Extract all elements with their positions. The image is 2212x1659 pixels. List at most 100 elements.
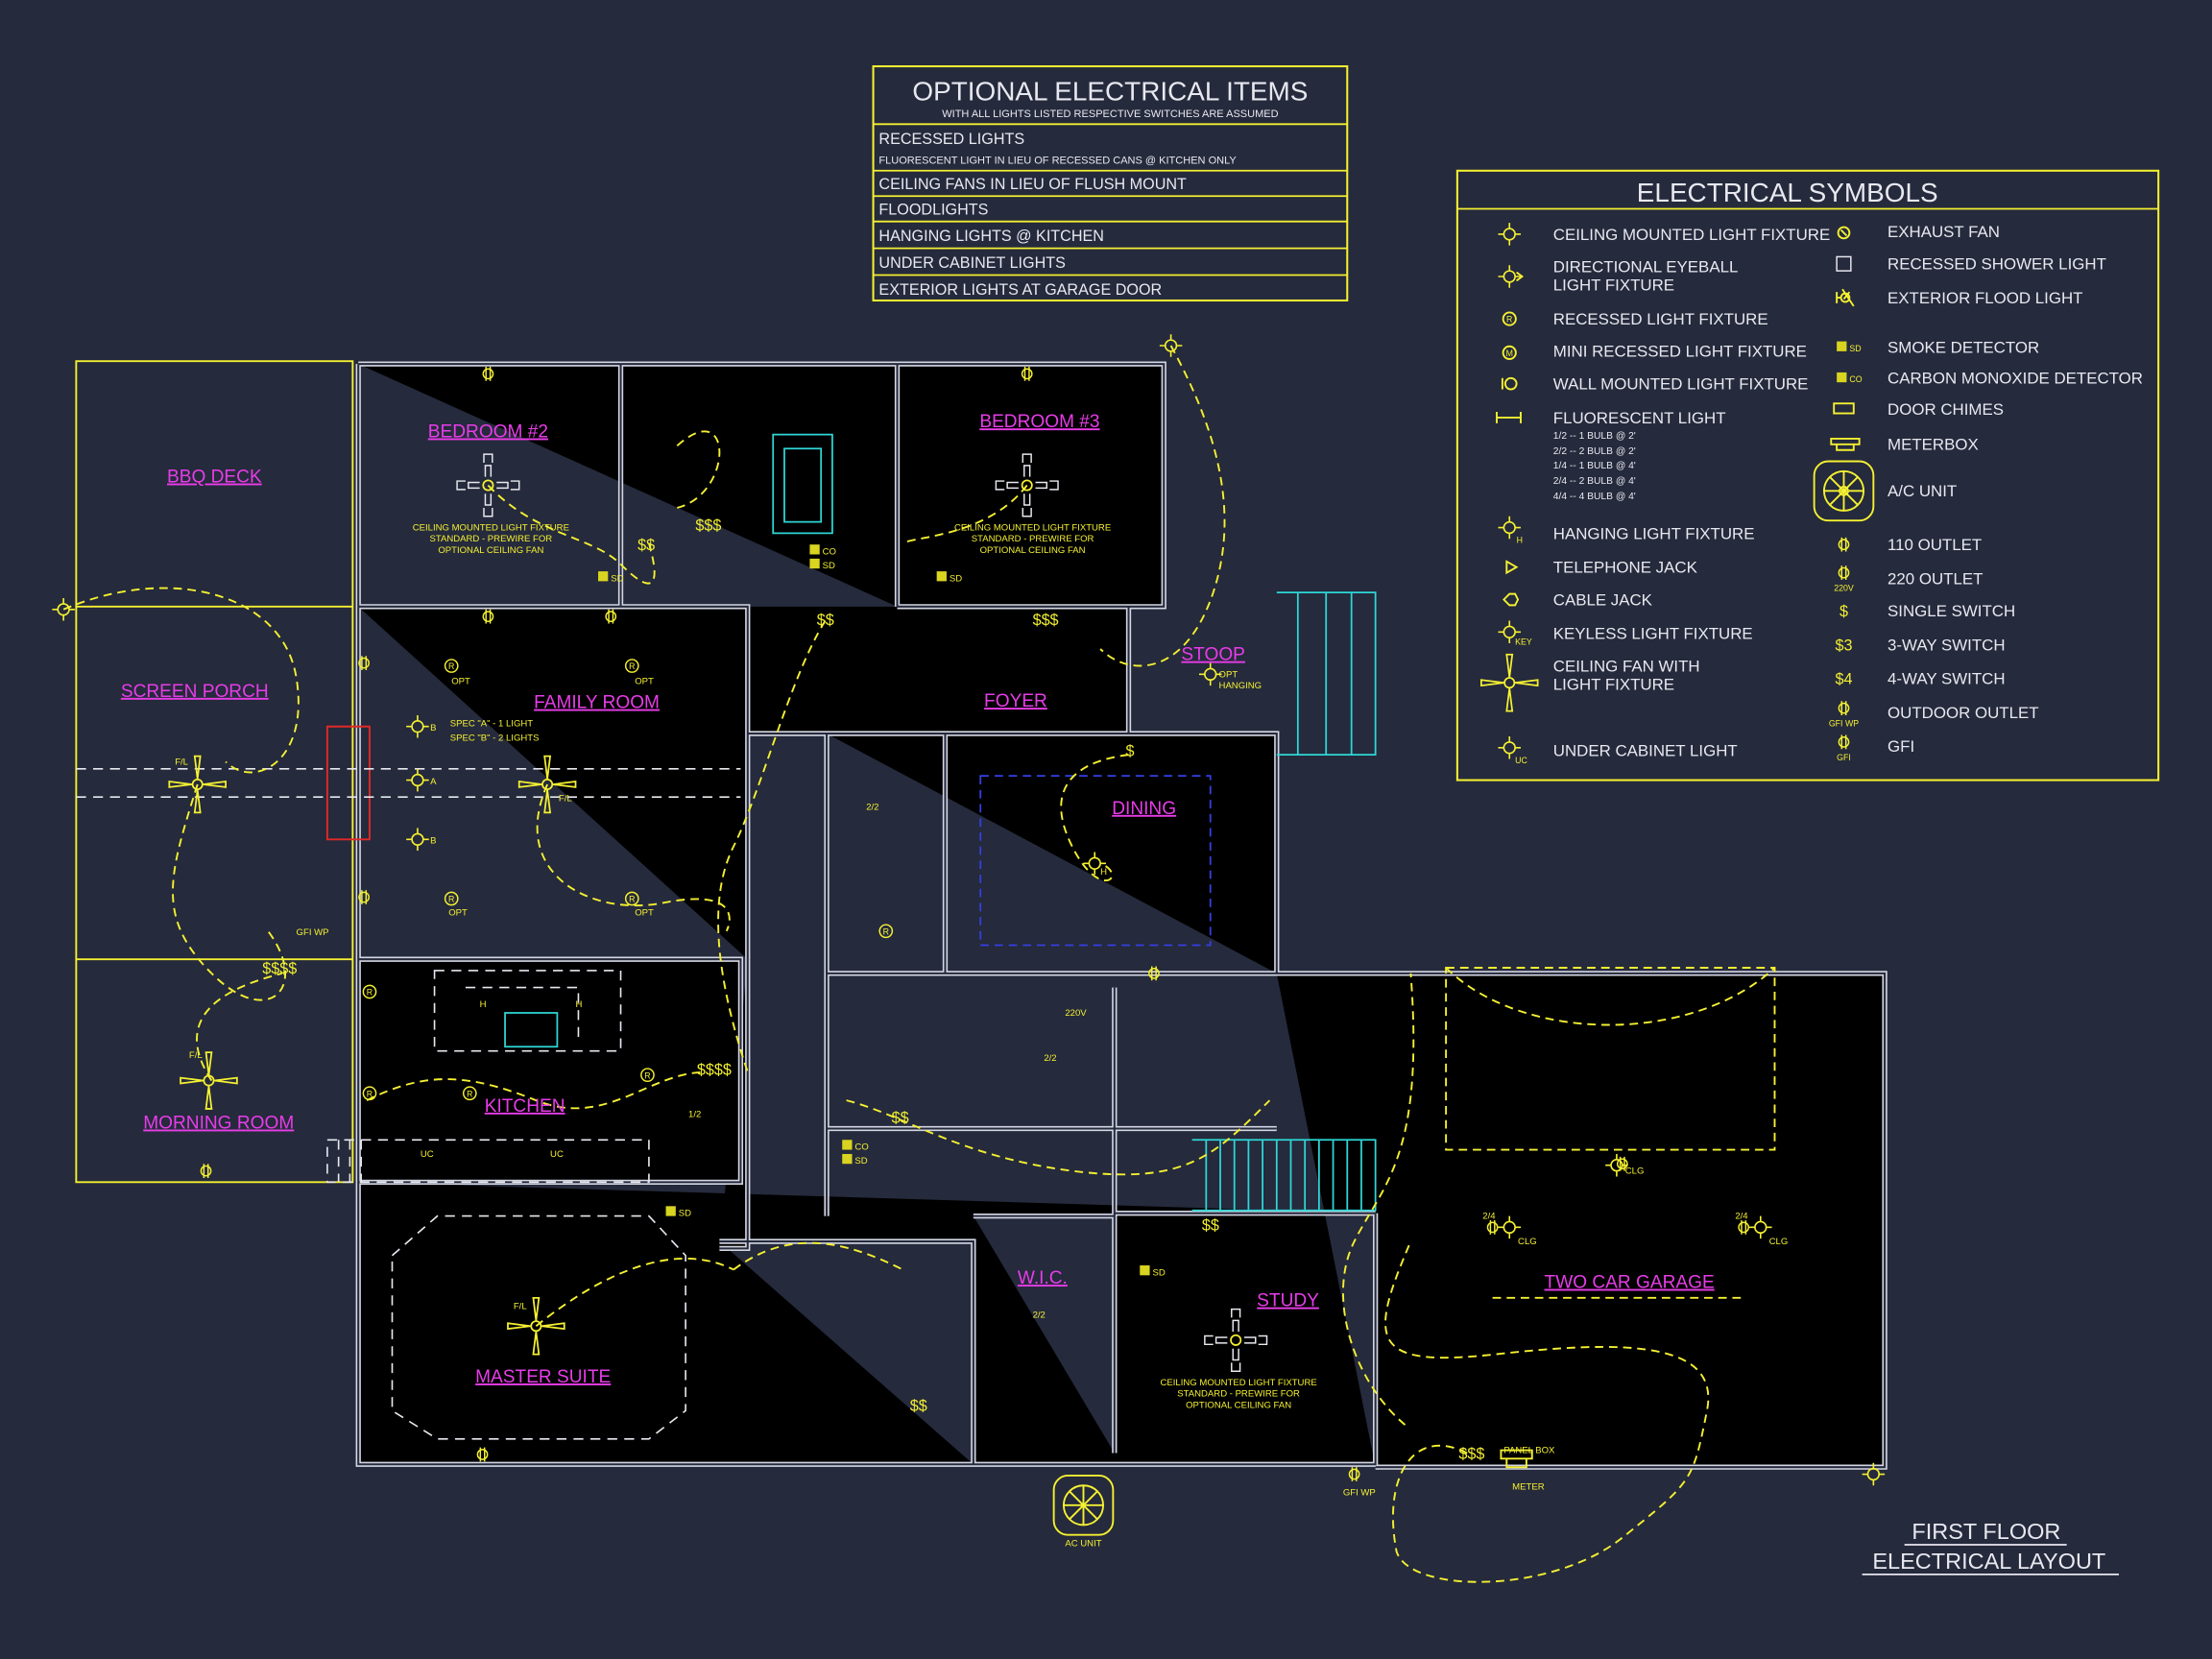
opt-label: OPT [635, 677, 654, 687]
optional-item: UNDER CABINET LIGHTS [878, 254, 1066, 272]
eyeball-light-icon [1497, 264, 1525, 289]
keyless-light-icon: KEY [1497, 619, 1532, 647]
fluorescent-light-icon [1496, 412, 1522, 423]
svg-text:$$$: $$$ [1458, 1445, 1484, 1462]
svg-text:$$: $$ [637, 537, 655, 554]
legend-label: HANGING LIGHT FIXTURE [1553, 524, 1755, 542]
gfi-wp-label: GFI WP [297, 927, 329, 938]
opt-hanging-label: OPT [1219, 669, 1238, 680]
room-label-dining: DINING [1112, 799, 1176, 819]
optional-item: HANGING LIGHTS @ KITCHEN [878, 228, 1104, 245]
legend-label: FLUORESCENT LIGHT [1553, 409, 1726, 427]
smoke-detector-icon [936, 571, 947, 582]
recessed-light-icon: R [1502, 311, 1517, 326]
svg-text:$$: $$ [817, 612, 834, 629]
legend-sub: 1/2 -- 1 BULB @ 2' [1553, 431, 1636, 442]
spec-mark: B [430, 723, 436, 733]
room-label-bedroom-2: BEDROOM #2 [428, 422, 548, 443]
three-way-switch-icon: $3 [1835, 637, 1852, 654]
legend-sub: 1/4 -- 1 BULB @ 4' [1553, 461, 1636, 471]
legend-label: TELEPHONE JACK [1553, 559, 1698, 577]
shower-light-icon [1836, 255, 1852, 272]
mini-recessed-light-icon: M [1502, 345, 1517, 360]
co-label: CO [823, 546, 836, 557]
sd-label: SD [854, 1156, 867, 1166]
telephone-jack-icon [1505, 560, 1519, 575]
under-cabinet-light-icon: UC [1497, 735, 1527, 765]
smoke-detector-icon [1140, 1265, 1150, 1276]
spec-a-note: SPEC "A" - 1 LIGHT [450, 719, 534, 730]
legend-label: 220 OUTLET [1887, 569, 1983, 588]
legend-label: OUTDOOR OUTLET [1887, 704, 2039, 722]
room-label-stoop: STOOP [1181, 645, 1245, 665]
optional-items-subtitle: WITH ALL LIGHTS LISTED RESPECTIVE SWITCH… [942, 108, 1278, 120]
legend-label: SMOKE DETECTOR [1887, 338, 2039, 356]
ac-unit-icon [1813, 460, 1875, 522]
fan-light-label: F/L [189, 1050, 203, 1061]
svg-text:SD: SD [1849, 344, 1861, 353]
sd-label: SD [823, 561, 835, 571]
spec-b-note: SPEC "B" - 2 LIGHTS [450, 733, 540, 743]
co-detector-icon [809, 544, 820, 555]
optional-item: CEILING FANS IN LIEU OF FLUSH MOUNT [878, 176, 1187, 193]
hanging-mark: H [576, 999, 583, 1010]
smoke-detector-icon [809, 558, 820, 569]
svg-text:$$$$: $$$$ [697, 1062, 732, 1079]
room-label-study: STUDY [1257, 1291, 1319, 1311]
door-chimes-icon [1833, 402, 1855, 415]
svg-text:UC: UC [1515, 756, 1527, 765]
opt-label: OPT [451, 677, 470, 687]
legend-label: RECESSED SHOWER LIGHT [1887, 255, 2106, 274]
optional-items-table: OPTIONAL ELECTRICAL ITEMS WITH ALL LIGHT… [872, 65, 1349, 302]
legend-title: ELECTRICAL SYMBOLS [1637, 178, 1938, 207]
gfi-icon: GFI [1837, 733, 1851, 762]
room-label-family-room: FAMILY ROOM [534, 693, 660, 713]
fluorescent-spec: 2/4 [1735, 1212, 1748, 1222]
legend-label: 3-WAY SWITCH [1887, 636, 2006, 654]
svg-text:GFI WP: GFI WP [1829, 719, 1859, 729]
smoke-detector-icon: SD [1837, 341, 1862, 353]
legend-label: LIGHT FIXTURE [1553, 276, 1674, 295]
co-detector-icon [842, 1140, 853, 1150]
hanging-mark: H [480, 999, 487, 1010]
legend-label: LIGHT FIXTURE [1553, 676, 1674, 694]
optional-item: FLOODLIGHTS [878, 201, 988, 218]
sd-label: SD [1152, 1267, 1165, 1278]
meterbox-icon [1500, 1449, 1533, 1469]
svg-text:CO: CO [1849, 374, 1862, 384]
room-label-screen-porch: SCREEN PORCH [121, 682, 269, 702]
room-label-master-suite: MASTER SUITE [475, 1367, 611, 1387]
floor-plan-walls [75, 360, 1885, 1467]
fluorescent-spec: 2/2 [1033, 1310, 1046, 1320]
note-line: STANDARD - PREWIRE FOR [1177, 1389, 1300, 1400]
room-label-wic: W.I.C. [1018, 1268, 1068, 1288]
svg-text:M: M [1506, 349, 1513, 358]
opt-label: OPT [448, 908, 468, 919]
wiring-runs [62, 345, 1776, 1583]
ac-unit-label: AC UNIT [1065, 1538, 1101, 1549]
legend-label: RECESSED LIGHT FIXTURE [1553, 310, 1768, 328]
sd-label: SD [679, 1209, 691, 1219]
legend-label: DIRECTIONAL EYEBALL [1553, 258, 1739, 276]
legend-label: EXTERIOR FLOOD LIGHT [1887, 289, 2082, 307]
smoke-detector-icon [665, 1206, 676, 1216]
gfi-wp-label: GFI WP [1343, 1488, 1376, 1499]
svg-text:$$$: $$$ [695, 517, 721, 534]
fan-light-label: F/L [559, 794, 572, 805]
co-detector-icon: CO [1837, 372, 1863, 384]
sd-label: SD [611, 573, 623, 584]
legend-label: SINGLE SWITCH [1887, 602, 2015, 620]
fan-light-label: F/L [514, 1302, 527, 1312]
optional-items-title: OPTIONAL ELECTRICAL ITEMS [912, 76, 1308, 106]
sd-label: SD [950, 573, 962, 584]
smoke-detector-icon [598, 571, 609, 582]
legend-label: CARBON MONOXIDE DETECTOR [1887, 370, 2143, 388]
uc-mark: UC [421, 1149, 434, 1160]
clg-label: CLG [1769, 1237, 1789, 1247]
room-label-garage: TWO CAR GARAGE [1545, 1273, 1715, 1293]
clg-label: CLG [1518, 1237, 1537, 1247]
hanging-light-icon: H [1497, 515, 1523, 545]
svg-text:KEY: KEY [1515, 637, 1532, 647]
optional-item: RECESSED LIGHTS [878, 131, 1024, 148]
